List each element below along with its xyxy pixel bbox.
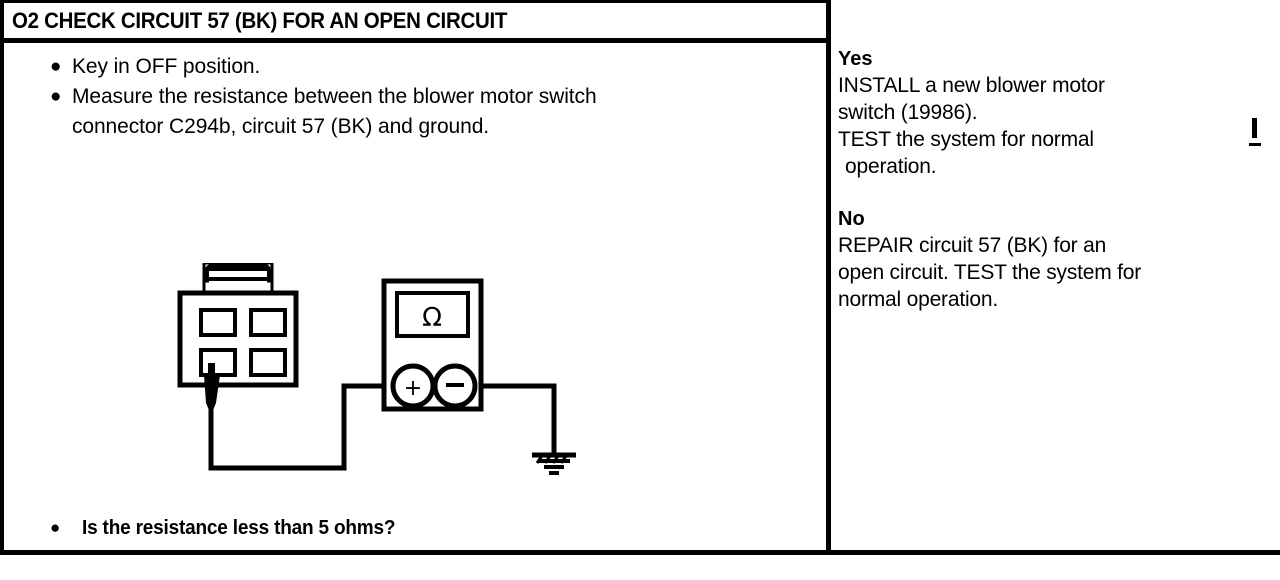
table-top-border [0,0,830,3]
connector-cavity [199,348,237,377]
outcome-yes-heading: Yes [838,48,873,70]
page-title: O2 CHECK CIRCUIT 57 (BK) FOR AN OPEN CIR… [12,7,508,33]
list-item-label: Measure the resistance between the blowe… [72,85,597,108]
outcome-no-line: open circuit. TEST the system for [838,261,1142,284]
list-item-continuation: connector C294b, circuit 57 (BK) and gro… [50,113,810,141]
test-probe [204,363,220,415]
test-lead-negative [479,383,557,455]
list-item: ● Key in OFF position. [50,53,810,81]
plus-icon: + [404,376,422,401]
scan-artifact-mark [1249,118,1261,146]
outcome-no-line: REPAIR circuit 57 (BK) for an [838,234,1107,257]
header-separator-rule [0,38,831,43]
ohm-symbol: Ω [422,303,442,333]
list-item-label: Key in OFF position. [72,55,261,78]
outcome-yes-line: operation. [845,155,937,178]
test-lead-positive [208,383,386,471]
connector-cavity [249,348,287,377]
resistance-measurement-schematic: Ω + [154,263,614,493]
bullet-icon: ● [50,518,61,537]
table-left-border [0,0,4,555]
table-bottom-border [0,550,1280,555]
outcome-no: No REPAIR circuit 57 (BK) for an open ci… [838,206,1268,313]
decision-question: ● Is the resistance less than 5 ohms? [50,515,412,541]
blower-motor-switch-connector [177,263,299,388]
list-item-label: connector C294b, circuit 57 (BK) and gro… [72,115,490,138]
decision-question-label: Is the resistance less than 5 ohms? [82,517,396,539]
connector-cavity [249,308,287,337]
meter-display [395,291,470,338]
chassis-ground-icon [532,452,576,475]
column-divider [826,0,831,555]
outcome-yes-line: switch (19986). [838,101,978,124]
outcome-no-line: normal operation. [838,288,999,311]
table-top-border-right-gap [836,0,1280,3]
instructions-cell: ● Key in OFF position. ● Measure the res… [4,43,826,550]
instruction-bullet-list: ● Key in OFF position. ● Measure the res… [50,53,810,143]
outcome-yes-line: TEST the system for normal [838,128,1094,151]
outcome-yes: Yes INSTALL a new blower motor switch (1… [838,46,1268,180]
outcomes-cell: Yes INSTALL a new blower motor switch (1… [838,46,1268,313]
outcome-no-heading: No [838,208,865,230]
list-item: ● Measure the resistance between the blo… [50,83,810,111]
bullet-icon: ● [50,56,62,77]
bullet-icon: ● [50,86,62,107]
ohmmeter: Ω + [381,278,484,412]
minus-icon [446,383,464,387]
outcome-yes-line: INSTALL a new blower motor [838,74,1105,97]
connector-cavity [199,308,237,337]
step-header: O2 CHECK CIRCUIT 57 (BK) FOR AN OPEN CIR… [12,4,812,37]
